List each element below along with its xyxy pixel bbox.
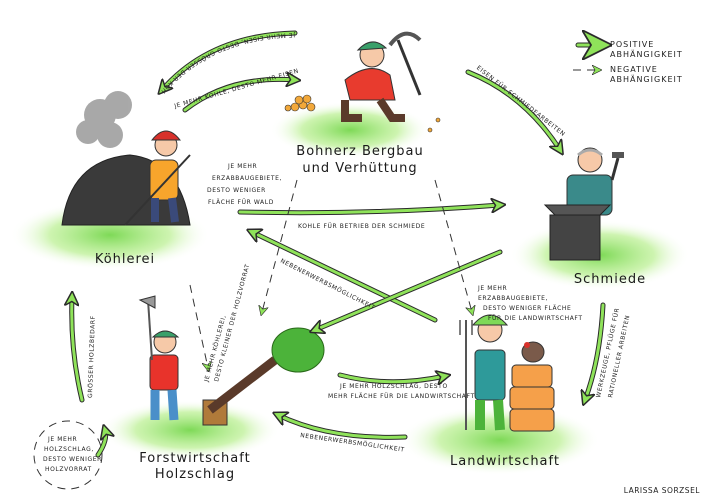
label-eisen-schmiede: Eisen für Schmiedearbeiten — [475, 64, 566, 138]
node-forst-line2: Holzschlag — [155, 467, 235, 482]
lumberjack-illustration — [138, 295, 325, 426]
label-holzvorrat-2: Holzschlag, — [44, 446, 94, 453]
forst-ground — [100, 400, 280, 460]
node-schmiede: Schmiede — [574, 272, 646, 287]
arrow-holzbedarf — [72, 297, 84, 402]
node-forst-line1: Forstwirtschaft — [139, 451, 250, 466]
label-erz-landw-1: Je mehr — [477, 285, 507, 292]
label-holzbedarf: Grösser Holzbedarf — [87, 315, 97, 398]
node-landwirtschaft: Landwirtschaft — [450, 454, 560, 469]
arrow-eisen-kohle — [162, 31, 297, 90]
dashed-circle-holzvorrat — [33, 420, 103, 490]
label-holzschlag-landw-2: mehr Fläche für die Landwirtschaft — [328, 393, 475, 400]
dashed-arrow-erz-landw — [434, 179, 472, 312]
label-kohle-eisen: Je mehr Kohle, desto mehr Eisen — [173, 68, 300, 111]
arrow-nebenerwerb-forst — [278, 415, 407, 439]
arrow-eisen-schmiede — [466, 70, 560, 150]
legend: Positive Abhängigkeit Negative Abhängigk… — [573, 40, 683, 84]
legend-negative-line1: Negative — [610, 65, 658, 74]
legend-positive-line2: Abhängigkeit — [610, 49, 683, 59]
node-bergbau-line2: und Verhüttung — [302, 161, 417, 176]
miner-illustration — [284, 31, 441, 133]
label-erz-wald-4: Fläche für Wald — [208, 199, 274, 206]
legend-positive-line1: Positive — [610, 40, 654, 49]
label-erz-wald: Je mehr Erzabbaugebiete, desto weniger F… — [207, 163, 282, 206]
signature: Larissa Sorzsel — [624, 486, 701, 495]
label-holzvorrat-4: Holzvorrat — [45, 466, 92, 473]
label-kohle-schmiede: Kohle für Betrieb der Schmiede — [298, 223, 425, 230]
label-holzschlag-landw-1: Je mehr Holzschlag, desto — [339, 383, 448, 390]
positive-arrows — [72, 30, 606, 458]
arrow-holzschlag-landw — [338, 375, 445, 382]
label-erz-wald-1: Je mehr — [227, 163, 257, 170]
arrow-werkzeuge — [585, 303, 605, 400]
node-bergbau-line1: Bohnerz Bergbau — [296, 144, 423, 159]
farmer-illustration — [459, 314, 555, 432]
label-erz-landw-3: desto weniger Fläche — [483, 305, 571, 312]
dashed-arrow-erz-wald — [262, 179, 298, 312]
node-koehlerei: Köhlerei — [95, 252, 155, 267]
arrow-holzvorrat — [96, 430, 106, 457]
arrow-kohle-eisen — [183, 79, 295, 112]
label-erz-landw-4: für die Landwirtschaft — [488, 315, 583, 322]
label-erz-wald-2: Erzabbaugebiete, — [212, 175, 282, 182]
label-holzvorrat-3: desto weniger — [43, 456, 102, 463]
label-holzvorrat-1: Je mehr — [47, 436, 77, 443]
charcoal-burner-illustration — [61, 91, 191, 226]
arrow-nebenerwerb-koehlerei — [252, 232, 437, 322]
dashed-arrow-koehlerei-holz — [189, 284, 208, 368]
blacksmith-illustration — [543, 147, 624, 261]
arrow-schmiede-forst — [315, 250, 502, 330]
label-erz-wald-3: desto weniger — [207, 187, 266, 194]
legend-negative-line2: Abhängigkeit — [610, 74, 683, 84]
arrow-kohle-schmiede — [238, 205, 500, 215]
label-erz-landw-2: Erzabbaugebiete, — [478, 295, 548, 302]
